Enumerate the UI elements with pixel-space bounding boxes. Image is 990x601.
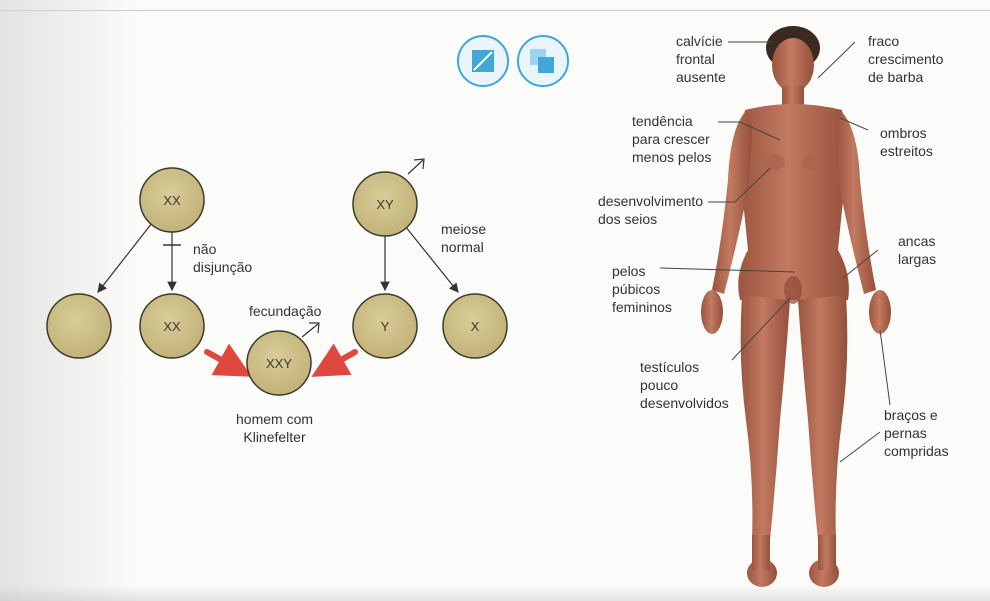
annotation-long-limbs: braços e pernas compridas <box>884 406 949 460</box>
normal-meiosis-label: meiose normal <box>441 220 486 256</box>
annotation-frontal-baldness: calvície frontal ausente <box>676 32 726 86</box>
fertilization-label: fecundação <box>249 302 321 320</box>
cell-father-parent: XY <box>353 172 417 236</box>
annotation-testicles: testículos pouco desenvolvidos <box>640 358 729 412</box>
annotation-breast-development: desenvolvimento dos seios <box>598 192 703 228</box>
arrow-xx-to-empty <box>98 223 152 292</box>
male-symbol-icon <box>302 323 319 337</box>
fertilization-arrow-left <box>207 352 236 368</box>
svg-text:XXY: XXY <box>266 356 292 371</box>
cell-mother-parent: XX <box>140 168 204 232</box>
human-figure <box>701 26 891 587</box>
svg-text:X: X <box>471 319 480 334</box>
cell-mother-gamete: XX <box>140 294 204 358</box>
annotation-less-hair: tendência para crescer menos pelos <box>632 112 711 166</box>
annotation-weak-beard: fraco crescimento de barba <box>868 32 943 86</box>
cell-zygote: XXY <box>247 331 311 395</box>
cell-mother-gamete-empty <box>47 294 111 358</box>
annotation-pubic-hair: pelos púbicos femininos <box>612 262 672 316</box>
cell-father-gamete-y: Y <box>353 294 417 358</box>
male-symbol-icon <box>408 159 424 174</box>
svg-text:XY: XY <box>376 197 394 212</box>
svg-text:XX: XX <box>163 193 181 208</box>
fertilization-arrow-right <box>327 352 355 368</box>
cell-father-gamete-x: X <box>443 294 507 358</box>
svg-text:Y: Y <box>381 319 390 334</box>
annotation-narrow-shoulders: ombros estreitos <box>880 124 933 160</box>
svg-text:XX: XX <box>163 319 181 334</box>
colors-badge-icon <box>518 36 568 86</box>
annotation-wide-hips: ancas largas <box>898 232 936 268</box>
nondisjunction-label: não disjunção <box>193 240 252 276</box>
scale-badge-icon <box>458 36 508 86</box>
klinefelter-result-label: homem com Klinefelter <box>236 410 313 446</box>
